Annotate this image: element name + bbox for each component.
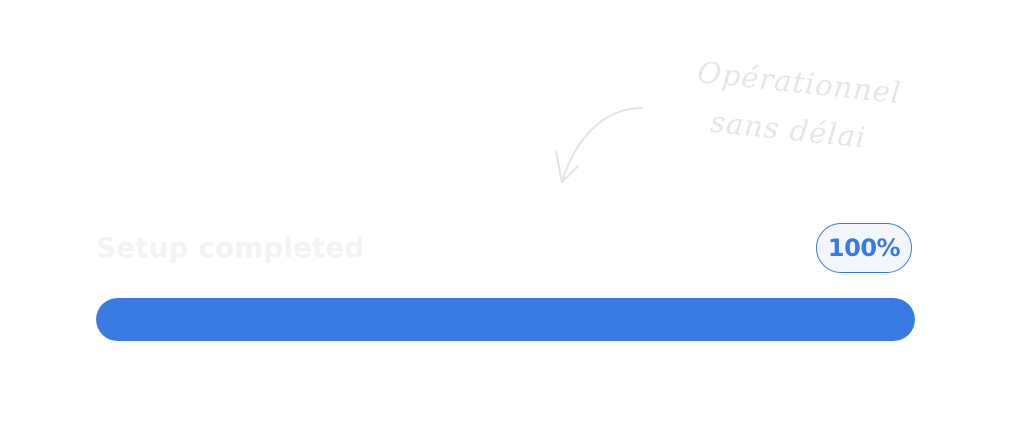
progress-bar-track [96, 298, 915, 341]
curved-arrow-icon [555, 107, 643, 183]
progress-label: Setup completed [96, 231, 365, 264]
handwritten-annotation: Opérationnel sans délai [690, 48, 929, 168]
progress-percent-badge: 100% [816, 223, 912, 273]
progress-bar-fill [96, 298, 915, 341]
